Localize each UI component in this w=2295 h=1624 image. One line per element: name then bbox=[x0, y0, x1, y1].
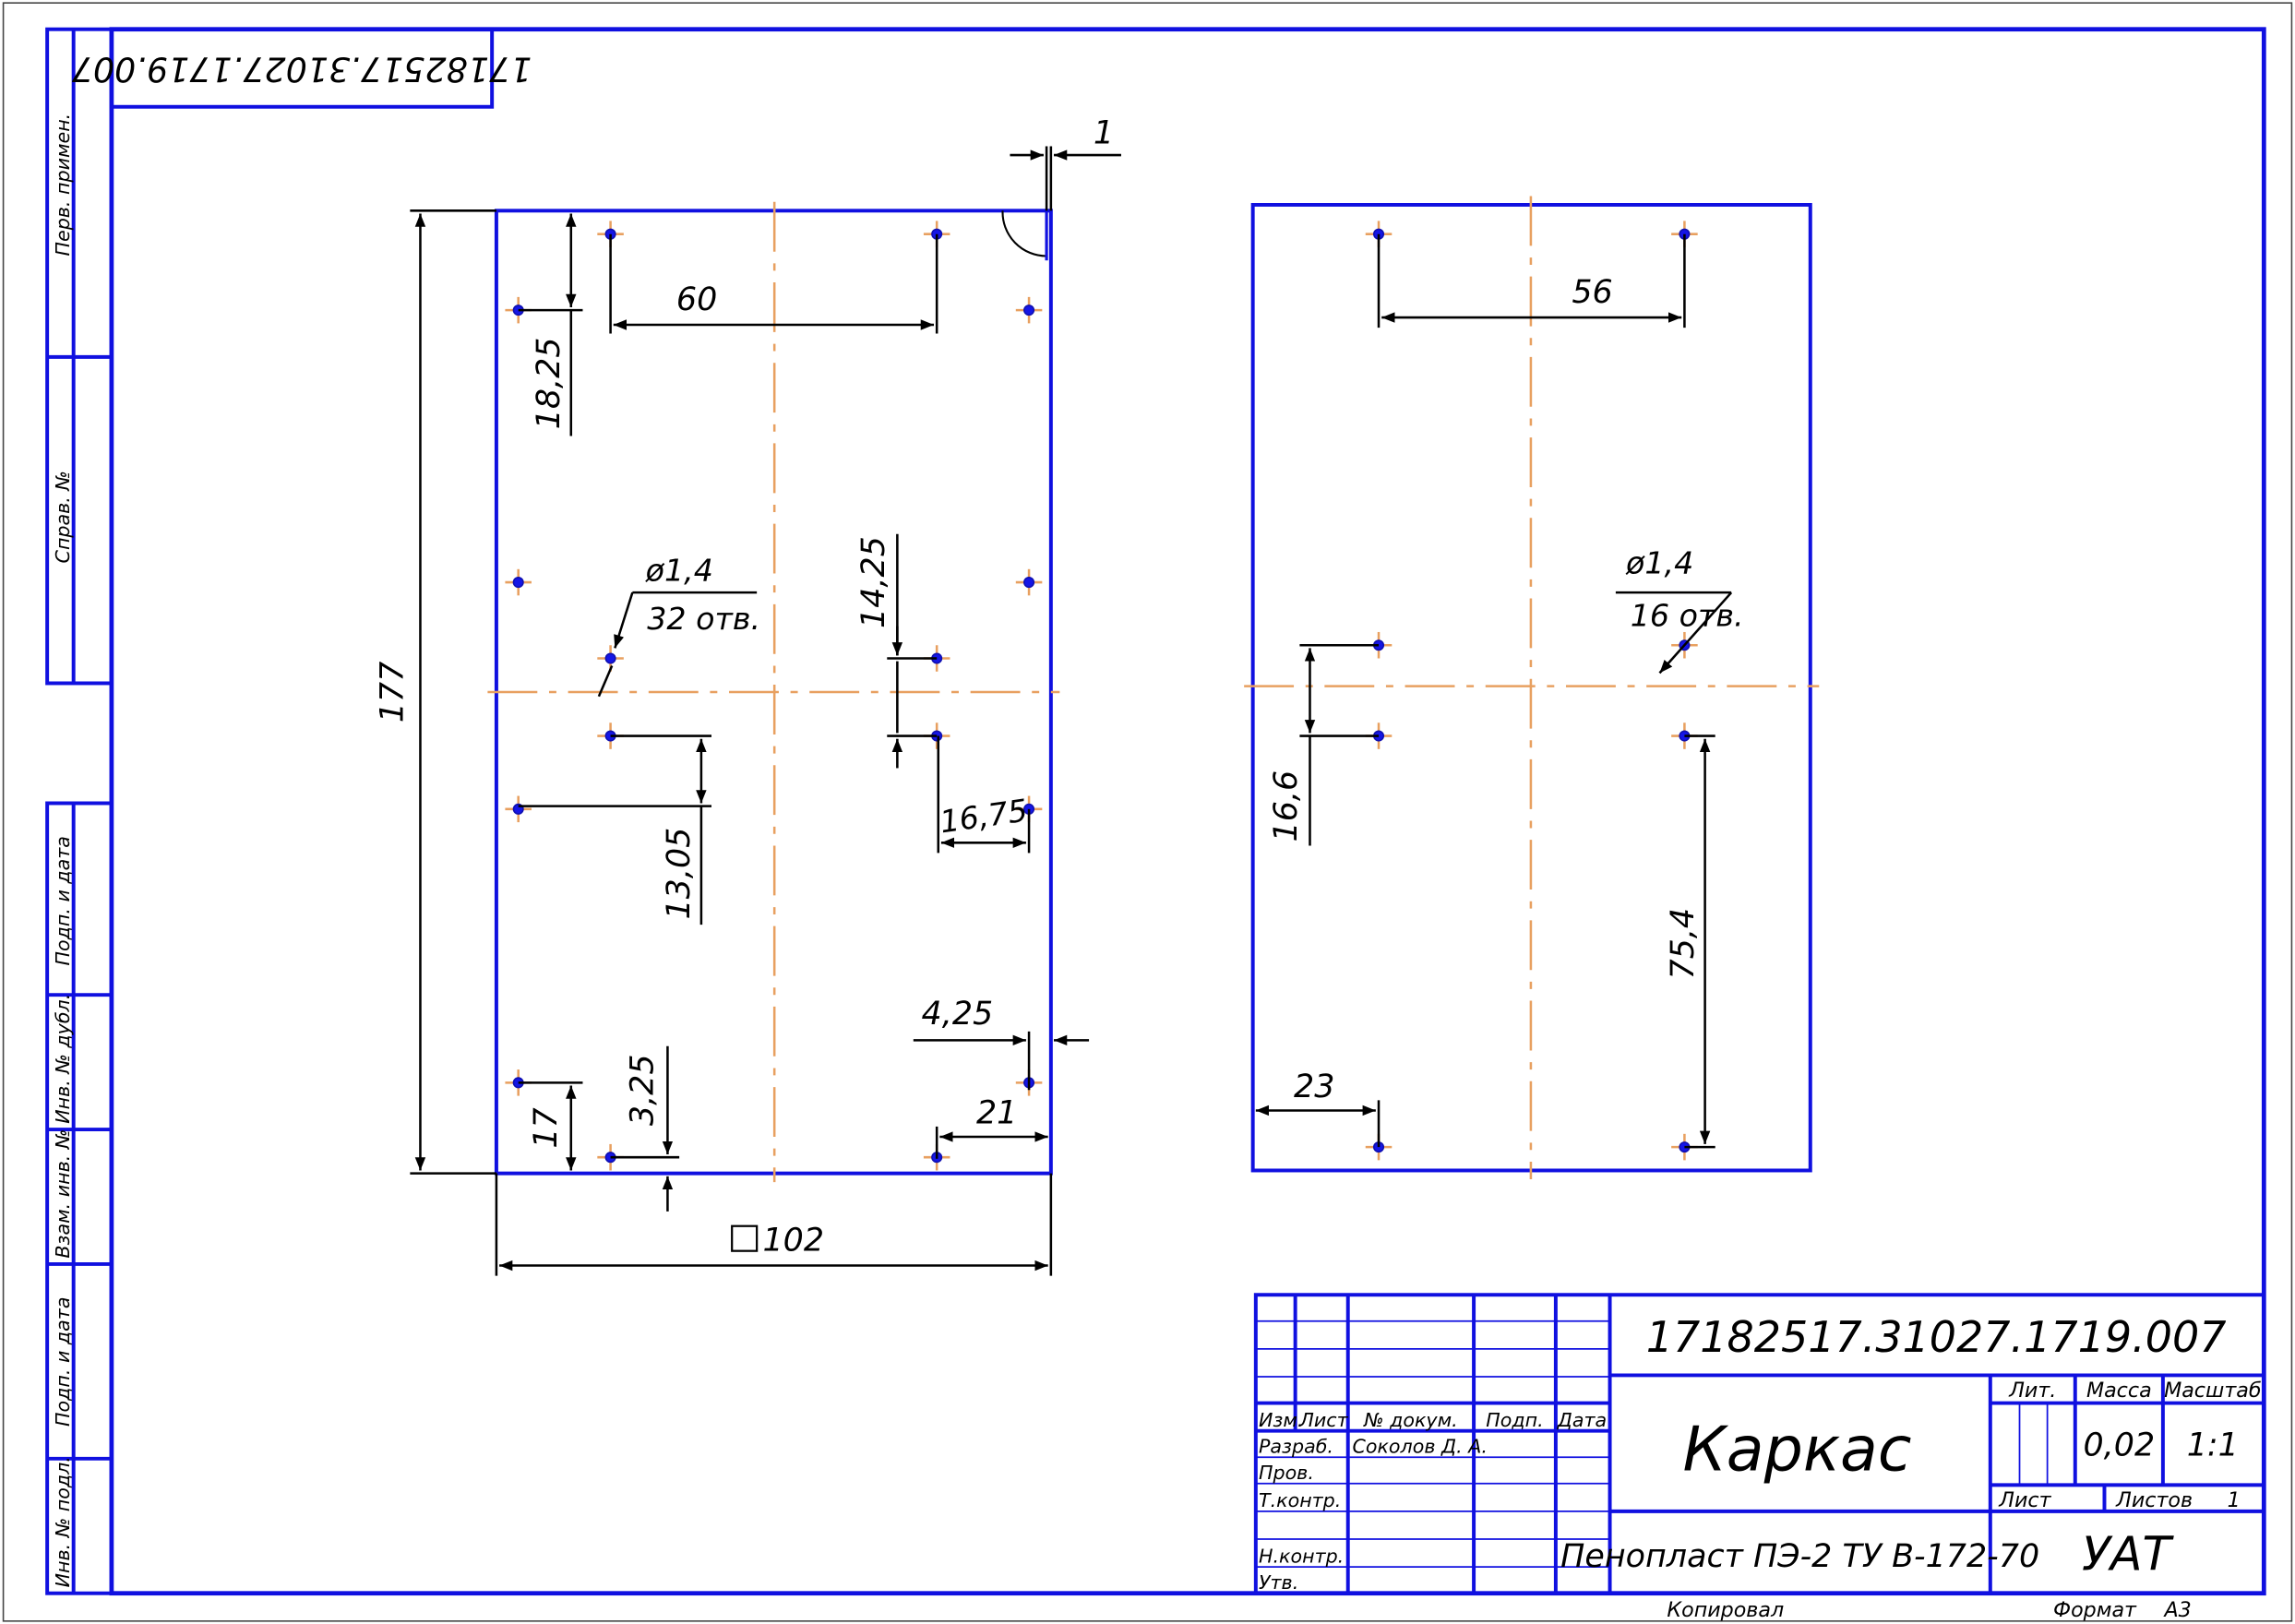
mounting-hole bbox=[1365, 722, 1393, 749]
dim-16-75-text: 16,75 bbox=[938, 793, 1030, 841]
sheets-value: 1 bbox=[2228, 1488, 2241, 1512]
left-binding-column bbox=[45, 27, 114, 1595]
col-docnum: № докум. bbox=[1363, 1409, 1458, 1431]
view-2: 56 ø1,4 16 отв. 16,6 75,4 23 bbox=[1244, 196, 1820, 1179]
side-label-podp-data-2: Подп. и дата bbox=[52, 1297, 74, 1427]
dim-75-4-text: 75,4 bbox=[1665, 908, 1702, 980]
scale-label: Масштаб bbox=[2164, 1379, 2261, 1403]
view-1: 177 102 1 60 18,25 bbox=[374, 114, 1121, 1276]
part-name: Каркас bbox=[1683, 1414, 1912, 1486]
dim-13-05: 13,05 bbox=[518, 734, 711, 925]
row-prov: Пров. bbox=[1259, 1462, 1314, 1484]
mounting-hole bbox=[1015, 568, 1043, 596]
dim-102-text: 102 bbox=[762, 1223, 824, 1260]
sheets-label: Листов bbox=[2115, 1488, 2193, 1512]
dim-18-25: 18,25 bbox=[518, 213, 583, 436]
footer-copied: Копировал bbox=[1667, 1598, 1784, 1622]
row-utv: Утв. bbox=[1259, 1571, 1298, 1594]
dim-16-75: 16,75 bbox=[937, 735, 1031, 854]
dim-23-text: 23 bbox=[1294, 1069, 1334, 1105]
mass-label: Масса bbox=[2086, 1379, 2152, 1403]
dim-1-text: 1 bbox=[1094, 114, 1114, 151]
dim-56-text: 56 bbox=[1572, 274, 1612, 311]
mirrored-stamp-text: 17182517.31027.1719.007 bbox=[72, 49, 532, 89]
col-izm: Изм. bbox=[1259, 1409, 1303, 1431]
hole-note-view1-count: 32 отв. bbox=[647, 601, 760, 637]
dim-23: 23 bbox=[1255, 1069, 1381, 1148]
footer-format-value: А3 bbox=[2162, 1598, 2191, 1622]
side-label-podp-data-1: Подп. и дата bbox=[52, 836, 74, 965]
row-razrab-name: Соколов Д. А. bbox=[1352, 1435, 1487, 1457]
dim-75-4: 75,4 bbox=[1665, 734, 1715, 1149]
dim-16-6: 16,6 bbox=[1268, 643, 1380, 846]
mirrored-stamp-box bbox=[109, 27, 495, 109]
row-tkontr: Т.контр. bbox=[1259, 1489, 1341, 1511]
title-block: 17182517.31027.1719.007 Каркас Пенопласт… bbox=[1253, 1293, 2266, 1595]
hole-note-view1-dia: ø1,4 bbox=[645, 552, 713, 588]
dim-21-text: 21 bbox=[976, 1095, 1017, 1132]
dim-177: 177 bbox=[374, 209, 496, 1175]
dim-21: 21 bbox=[935, 1095, 1048, 1159]
mounting-hole bbox=[505, 568, 532, 596]
mass-value: 0,02 bbox=[2084, 1427, 2156, 1464]
dim-14-25-text: 14,25 bbox=[855, 536, 892, 628]
dim-4-25-text: 4,25 bbox=[922, 996, 994, 1033]
side-label-vzam-inv: Взам. инв. № bbox=[52, 1129, 74, 1259]
designation-main: 17182517.31027.1719.007 bbox=[1646, 1312, 2227, 1362]
side-labels: Перв. примен. Справ. № Подп. и дата Инв.… bbox=[52, 113, 74, 1588]
row-razrab: Разраб. bbox=[1259, 1435, 1333, 1457]
scale-value: 1:1 bbox=[2187, 1427, 2239, 1464]
dim-16-6-text: 16,6 bbox=[1268, 770, 1305, 842]
dim-60: 60 bbox=[609, 233, 938, 334]
footer-format-label: Формат bbox=[2053, 1598, 2137, 1622]
mounting-hole bbox=[1015, 296, 1043, 324]
mounting-hole bbox=[505, 795, 532, 823]
dim-4-25: 4,25 bbox=[913, 996, 1090, 1091]
square-symbol bbox=[731, 1224, 759, 1252]
hole-note-view2: ø1,4 16 отв. bbox=[1615, 545, 1744, 675]
organization: УАТ bbox=[2082, 1526, 2175, 1581]
dim-60-text: 60 bbox=[676, 281, 717, 318]
sheet-label: Лист bbox=[1998, 1488, 2051, 1512]
side-label-perv-primen: Перв. примен. bbox=[52, 113, 74, 257]
col-list: Лист bbox=[1298, 1409, 1348, 1431]
dim-3-25-text: 3,25 bbox=[625, 1054, 662, 1126]
hole-note-view2-dia: ø1,4 bbox=[1625, 545, 1693, 581]
dim-56: 56 bbox=[1377, 233, 1686, 328]
dim-17: 17 bbox=[518, 1081, 583, 1171]
material: Пенопласт ПЭ-2 ТУ В-172-70 bbox=[1560, 1538, 2039, 1575]
corner-radius-arc bbox=[1001, 210, 1047, 257]
col-date: Дата bbox=[1557, 1409, 1607, 1431]
dim-13-05-text: 13,05 bbox=[661, 828, 698, 920]
dim-3-25: 3,25 bbox=[610, 1045, 680, 1212]
col-podp: Подп. bbox=[1486, 1409, 1543, 1431]
side-label-inv-podl: Инв. № подл. bbox=[52, 1456, 74, 1587]
dim-1: 1 bbox=[1010, 114, 1121, 211]
dim-102: 102 bbox=[495, 1173, 1053, 1276]
lit-label: Лит. bbox=[2008, 1379, 2056, 1403]
dim-18-25-text: 18,25 bbox=[531, 338, 568, 430]
side-label-sprav-no: Справ. № bbox=[52, 471, 74, 563]
hole-note-view2-count: 16 отв. bbox=[1631, 598, 1744, 634]
side-label-inv-dubl: Инв. № дубл. bbox=[52, 994, 74, 1124]
hole-note-view1: ø1,4 32 отв. bbox=[597, 552, 760, 698]
dim-14-25: 14,25 bbox=[855, 533, 938, 769]
dim-17-text: 17 bbox=[528, 1107, 565, 1148]
dim-177-text: 177 bbox=[374, 662, 411, 723]
row-nkontr: Н.контр. bbox=[1259, 1545, 1344, 1567]
